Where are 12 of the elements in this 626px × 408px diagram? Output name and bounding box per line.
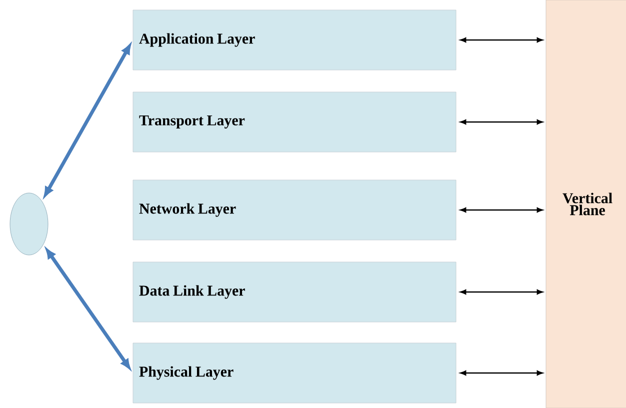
- ellipse-node: [10, 192, 48, 256]
- arrow: [460, 37, 543, 43]
- layer-box: Network Layer: [132, 180, 456, 240]
- arrow: [460, 119, 543, 125]
- arrow: [460, 289, 543, 295]
- layer-box: Transport Layer: [132, 92, 456, 152]
- arrow: [460, 370, 543, 376]
- layer-box: Application Layer: [132, 10, 456, 70]
- layer-box: Physical Layer: [132, 342, 456, 404]
- layer-box: Data Link Layer: [132, 262, 456, 322]
- arrow: [460, 207, 543, 213]
- plane-box: Vertical Plane: [546, 0, 626, 408]
